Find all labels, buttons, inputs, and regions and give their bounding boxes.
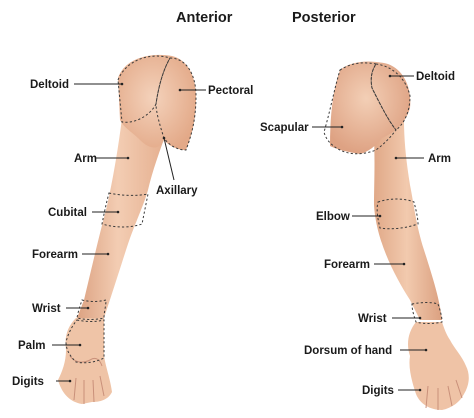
- posterior-label-forearm: Forearm: [324, 259, 370, 271]
- anterior-label-wrist: Wrist: [32, 303, 61, 315]
- anterior-label-pectoral: Pectoral: [208, 85, 253, 97]
- anterior-wrist-region: [76, 299, 107, 320]
- posterior-arm: [312, 61, 469, 410]
- posterior-wrist-region: [411, 302, 443, 324]
- posterior-label-dorsum-of-hand: Dorsum of hand: [304, 345, 392, 357]
- posterior-scapular-region: [323, 62, 397, 155]
- anterior-label-axillary: Axillary: [156, 185, 198, 197]
- anterior-hand: [58, 318, 112, 404]
- anterior-pectoral-region: [155, 57, 197, 151]
- posterior-label-scapular: Scapular: [260, 122, 309, 134]
- posterior-title: Posterior: [292, 10, 356, 26]
- anterior-arm-body: [77, 118, 168, 318]
- anterior-label-arm: Arm: [74, 153, 97, 165]
- anterior-cubital-region: [101, 192, 149, 228]
- posterior-label-digits: Digits: [362, 385, 394, 397]
- posterior-label-deltoid: Deltoid: [416, 71, 455, 83]
- posterior-arm-body: [372, 110, 442, 320]
- anterior-label-deltoid: Deltoid: [30, 79, 69, 91]
- posterior-label-wrist: Wrist: [358, 313, 387, 325]
- anterior-label-digits: Digits: [12, 376, 44, 388]
- posterior-label-elbow: Elbow: [316, 211, 350, 223]
- anterior-axillary-leader: [163, 137, 175, 181]
- posterior-shoulder: [330, 61, 411, 154]
- anterior-shoulder: [118, 54, 196, 151]
- anterior-label-palm: Palm: [18, 340, 46, 352]
- anterior-label-forearm: Forearm: [32, 249, 78, 261]
- posterior-label-arm: Arm: [428, 153, 451, 165]
- anterior-title: Anterior: [176, 10, 233, 26]
- anterior-arm: [52, 54, 206, 404]
- posterior-hand: [408, 322, 469, 410]
- anterior-label-cubital: Cubital: [48, 207, 87, 219]
- anterior-palm-region: [65, 319, 105, 364]
- posterior-elbow-region: [376, 198, 419, 230]
